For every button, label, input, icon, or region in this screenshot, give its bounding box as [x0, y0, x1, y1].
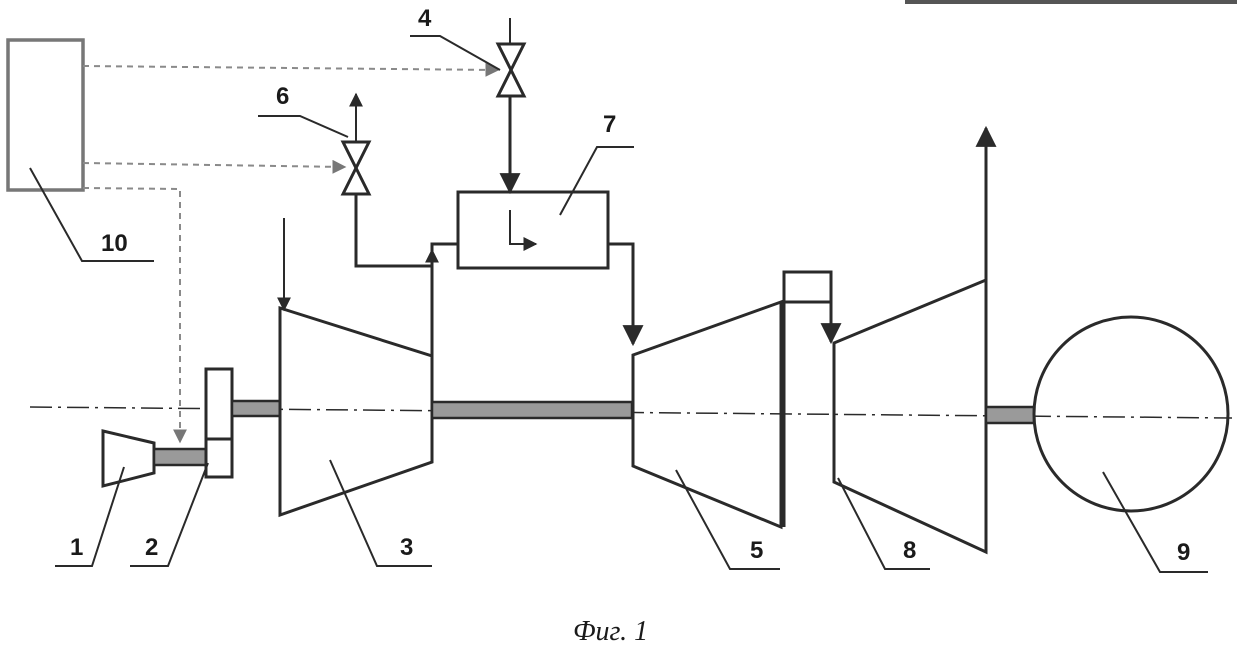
fuel-valve-lower	[498, 70, 524, 96]
label-7: 7	[603, 111, 616, 138]
control-line-to-starter	[83, 188, 180, 442]
label-1: 1	[70, 534, 83, 561]
combustor-outlet-line	[608, 244, 633, 344]
main-shaft	[432, 402, 632, 418]
generator	[1034, 317, 1228, 511]
bleed-line	[356, 194, 432, 266]
interstage-duct	[784, 272, 831, 302]
label-4: 4	[418, 5, 432, 32]
leader-6	[258, 116, 348, 137]
clutch-block-upper	[206, 369, 232, 439]
label-5: 5	[750, 537, 763, 564]
bleed-valve-upper	[343, 142, 369, 168]
figure-caption: Фиг. 1	[573, 616, 648, 647]
clutch-block-lower	[206, 439, 232, 477]
hp-turbine	[633, 302, 781, 527]
leader-4	[410, 36, 500, 70]
control-line-to-valve-6	[83, 163, 345, 167]
label-3: 3	[400, 534, 413, 561]
leader-2	[130, 463, 208, 566]
compressor-outlet-line	[432, 244, 458, 356]
control-line-to-valve-4	[83, 66, 498, 70]
bleed-valve-lower	[343, 168, 369, 194]
fuel-valve-upper	[498, 44, 524, 70]
top-edge-mark	[905, 0, 1237, 4]
label-10: 10	[101, 230, 128, 257]
label-9: 9	[1177, 539, 1190, 566]
combustion-chamber	[458, 192, 608, 268]
label-6: 6	[276, 83, 289, 110]
label-8: 8	[903, 537, 916, 564]
label-2: 2	[145, 534, 158, 561]
leader-9	[1103, 472, 1208, 572]
clutch-shaft	[232, 401, 280, 416]
leader-3	[330, 460, 432, 566]
starter	[103, 431, 154, 486]
compressor	[280, 308, 432, 515]
starter-shaft	[154, 449, 206, 465]
control-unit	[8, 40, 83, 190]
output-shaft	[986, 407, 1034, 423]
